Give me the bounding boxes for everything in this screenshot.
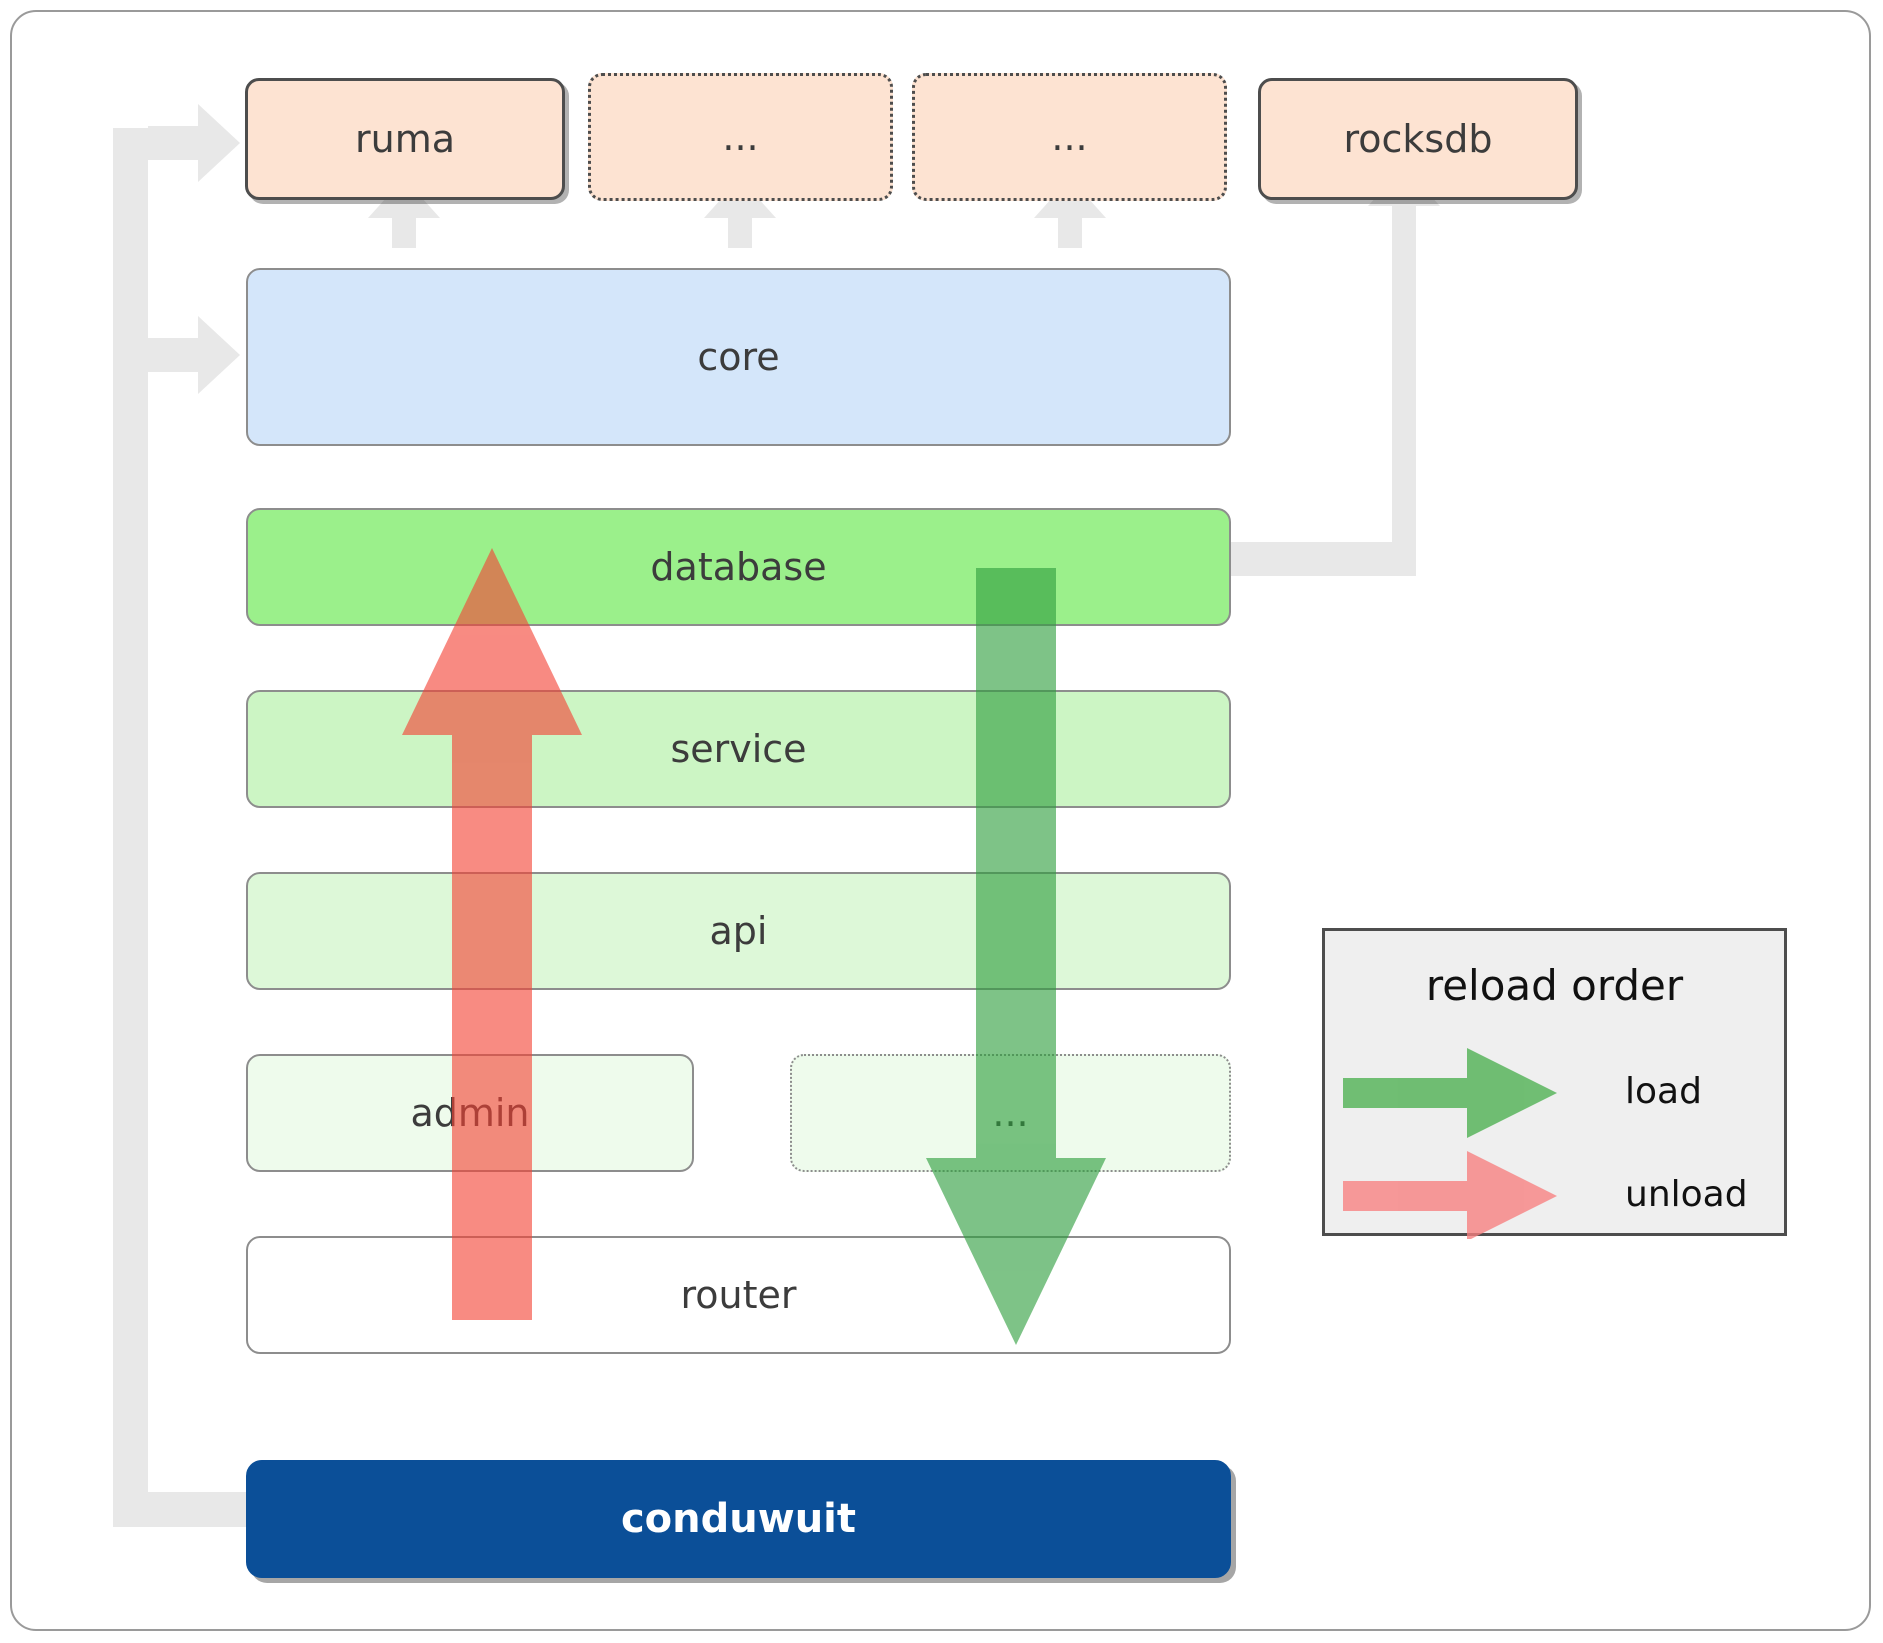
node-core-label: core bbox=[697, 335, 780, 379]
legend-swatches bbox=[1343, 1048, 1557, 1239]
node-layer-dots[interactable]: ... bbox=[790, 1054, 1231, 1172]
legend-title: reload order bbox=[1425, 961, 1684, 1010]
node-ext-dots-2-label: ... bbox=[1051, 115, 1088, 159]
node-database-label: database bbox=[650, 545, 827, 589]
node-ext-dots-1-label: ... bbox=[722, 115, 759, 159]
node-api[interactable]: api bbox=[246, 872, 1231, 990]
node-ruma[interactable]: ruma bbox=[245, 78, 565, 200]
node-ext-dots-2[interactable]: ... bbox=[912, 73, 1227, 201]
legend-unload-arrow-icon bbox=[1343, 1151, 1557, 1239]
node-admin-label: admin bbox=[410, 1091, 530, 1135]
legend-unload-label: unload bbox=[1625, 1174, 1748, 1215]
node-ruma-label: ruma bbox=[354, 117, 455, 161]
legend-load-arrow-icon bbox=[1343, 1048, 1557, 1138]
node-database[interactable]: database bbox=[246, 508, 1231, 626]
node-core[interactable]: core bbox=[246, 268, 1231, 446]
node-rocksdb[interactable]: rocksdb bbox=[1258, 78, 1578, 200]
node-service-label: service bbox=[670, 727, 807, 771]
node-layer-dots-label: ... bbox=[992, 1091, 1029, 1135]
legend: reload order load unload bbox=[1322, 928, 1787, 1239]
diagram-frame bbox=[10, 10, 1871, 1631]
legend-load-label: load bbox=[1625, 1071, 1702, 1112]
node-router[interactable]: router bbox=[246, 1236, 1231, 1354]
node-rocksdb-label: rocksdb bbox=[1343, 117, 1493, 161]
node-router-label: router bbox=[680, 1273, 797, 1317]
node-conduwuit[interactable]: conduwuit bbox=[246, 1460, 1231, 1578]
node-ext-dots-1[interactable]: ... bbox=[588, 73, 893, 201]
node-conduwuit-label: conduwuit bbox=[620, 1496, 857, 1542]
node-admin[interactable]: admin bbox=[246, 1054, 694, 1172]
node-api-label: api bbox=[709, 909, 768, 953]
node-service[interactable]: service bbox=[246, 690, 1231, 808]
